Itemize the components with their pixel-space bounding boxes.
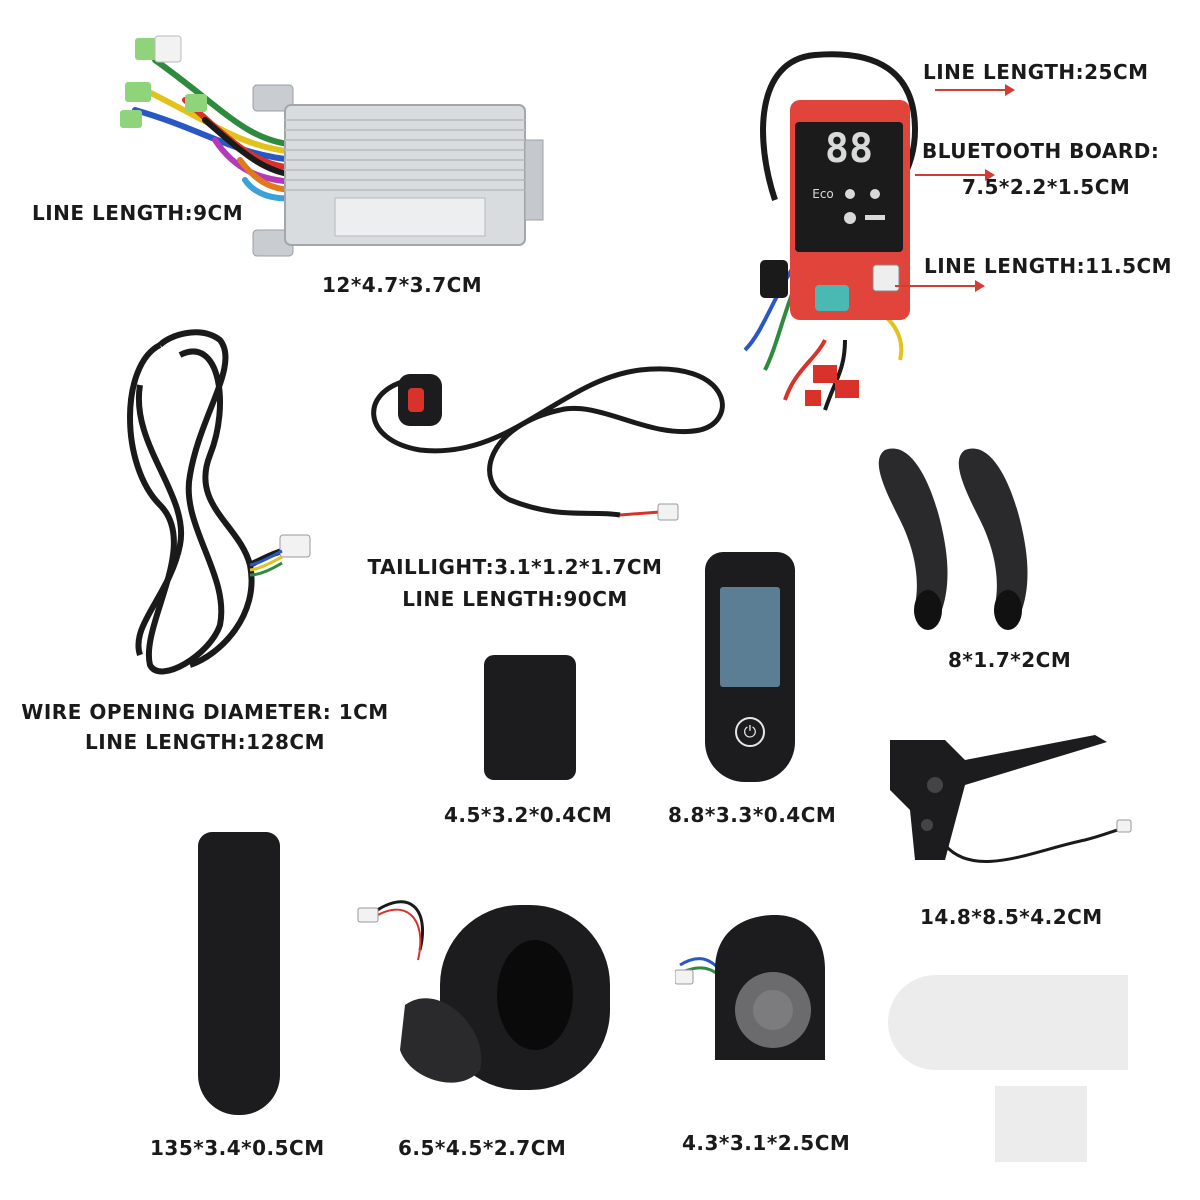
board-digits: 88 <box>825 126 873 172</box>
sticker-sheet-large <box>888 975 1128 1070</box>
arrow-line-25cm <box>935 84 1015 96</box>
panel-size-label: 135*3.4*0.5CM <box>150 1136 325 1160</box>
extension-cable <box>100 325 320 680</box>
grips-size-label: 8*1.7*2CM <box>948 648 1072 672</box>
brake-grips <box>870 440 1070 640</box>
brake-lever <box>885 730 1145 890</box>
arrow-board <box>915 169 995 181</box>
headlight <box>675 910 835 1070</box>
dashboard-size-label: 8.8*3.3*0.4CM <box>668 803 837 827</box>
power-button-icon: ⏻ <box>735 717 765 747</box>
small-cover <box>484 655 576 780</box>
bluetooth-board: 88 Eco <box>735 40 935 430</box>
taillight-label-line2: LINE LENGTH:90CM <box>402 587 628 611</box>
thumb-throttle <box>350 870 610 1115</box>
brake-size-label: 14.8*8.5*4.2CM <box>920 905 1103 929</box>
board-title-label: BLUETOOTH BOARD: <box>922 139 1160 163</box>
board-line-top-label: LINE LENGTH:25CM <box>923 60 1149 84</box>
small-cover-size-label: 4.5*3.2*0.4CM <box>444 803 613 827</box>
taillight-label-line1: TAILLIGHT:3.1*1.2*1.7CM <box>367 555 663 579</box>
cable-label-line2: LINE LENGTH:128CM <box>85 730 325 754</box>
controller-line-label: LINE LENGTH:9CM <box>32 201 244 225</box>
motor-controller <box>95 30 555 270</box>
controller-size-label: 12*4.7*3.7CM <box>322 273 483 297</box>
dashboard-display: ⏻ <box>705 552 795 782</box>
board-mode-text: Eco <box>812 187 834 201</box>
arrow-line-11cm <box>895 280 985 292</box>
board-line-bottom-label: LINE LENGTH:11.5CM <box>924 254 1173 278</box>
headlight-size-label: 4.3*3.1*2.5CM <box>682 1131 851 1155</box>
taillight <box>360 340 740 530</box>
cable-label-line1: WIRE OPENING DIAMETER: 1CM <box>21 700 389 724</box>
throttle-size-label: 6.5*4.5*2.7CM <box>398 1136 567 1160</box>
dashboard-panel-cover <box>198 832 280 1115</box>
board-size-label: 7.5*2.2*1.5CM <box>962 175 1131 199</box>
dashboard-lcd <box>720 587 780 687</box>
sticker-sheet-small <box>995 1086 1087 1162</box>
